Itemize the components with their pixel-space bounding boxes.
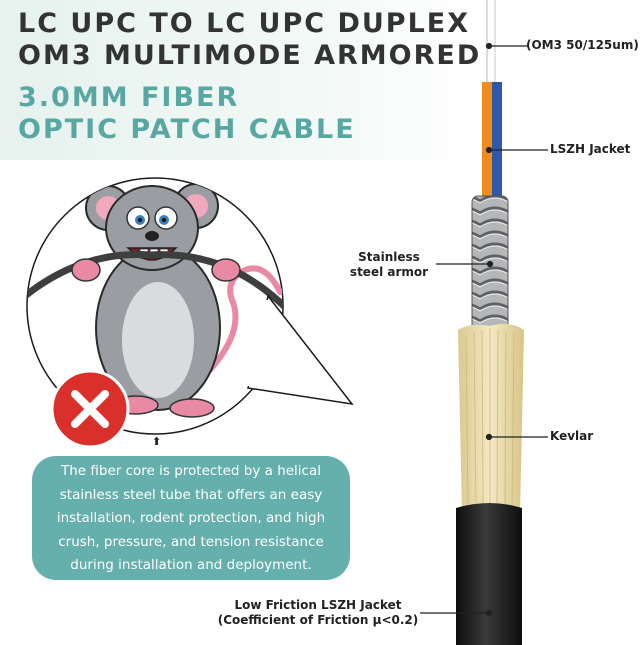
info-line: during installation and deployment.: [70, 557, 312, 573]
title-line-3: 3.0MM FIBER: [18, 82, 240, 113]
label-outer-jacket: Low Friction LSZH Jacket (Coefficient of…: [212, 598, 424, 628]
label-steel-armor-line2: steel armor: [349, 265, 429, 279]
arrow-up-icon: ⬆: [152, 435, 162, 448]
info-line: stainless steel tube that offers an easy: [59, 486, 323, 503]
info-box: The fiber core is protected by a helical…: [32, 456, 350, 580]
rat-tail: [207, 265, 283, 373]
kevlar-fibers: [458, 323, 524, 515]
fiber-blue: [492, 82, 502, 204]
no-icon: [50, 369, 130, 449]
label-fiber: (OM3 50/125um): [526, 38, 639, 52]
chewed-cable: [27, 251, 283, 316]
outer-jacket: [456, 503, 522, 645]
info-line: installation, rodent protection, and hig…: [56, 510, 326, 526]
title-line-1: LC UPC TO LC UPC DUPLEX: [18, 8, 471, 39]
label-kevlar: Kevlar: [550, 429, 594, 443]
label-steel-armor: Stainless steel armor: [344, 250, 434, 280]
info-line: The fiber core is protected by a helical: [60, 463, 321, 479]
leader-lines: [420, 42, 548, 617]
title-line-2: OM3 MULTIMODE ARMORED: [18, 40, 482, 71]
label-outer-jacket-line2: (Coefficient of Friction μ<0.2): [217, 613, 419, 627]
info-line: crush, pressure, and tension resistance: [58, 533, 324, 550]
header-band: [0, 0, 640, 160]
label-steel-armor-line1: Stainless: [358, 250, 420, 264]
label-outer-jacket-line1: Low Friction LSZH Jacket: [234, 598, 402, 612]
label-lszh-jacket: LSZH Jacket: [550, 142, 631, 156]
title-line-4: OPTIC PATCH CABLE: [18, 114, 356, 145]
fiber-orange: [482, 82, 492, 204]
